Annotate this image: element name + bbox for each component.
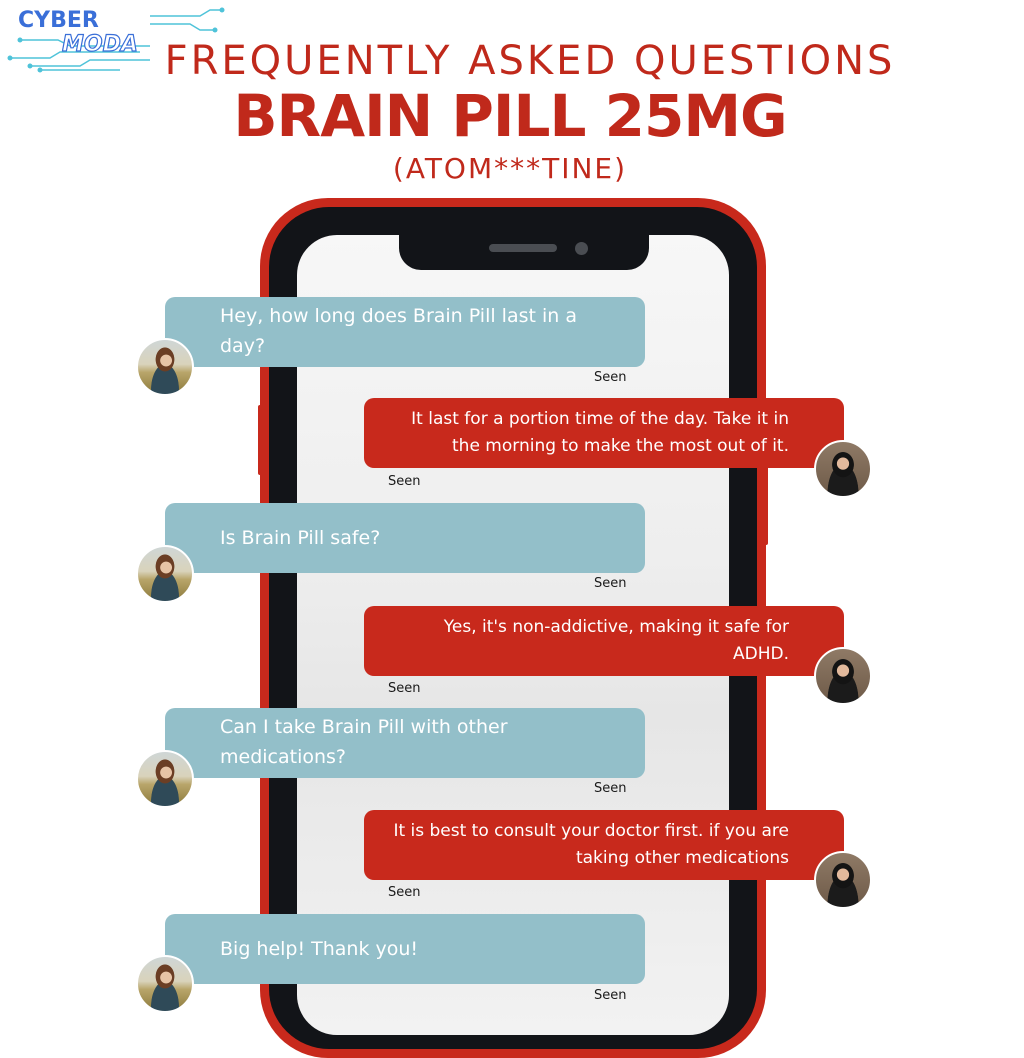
product-subtitle: (ATOM***TINE) xyxy=(392,152,628,185)
seen-status: Seen xyxy=(594,576,627,591)
cyber-moda-logo: CYBER MODA xyxy=(0,0,230,85)
product-title: BRAIN PILL 25MG xyxy=(233,82,787,150)
seen-status: Seen xyxy=(388,885,421,900)
chat-bubble-question: Can I take Brain Pill with other medicat… xyxy=(165,708,645,778)
camera-icon xyxy=(575,242,588,255)
logo-text-cyber: CYBER xyxy=(18,8,99,33)
customer-avatar xyxy=(136,545,194,603)
customer-avatar xyxy=(136,750,194,808)
pharmacist-avatar xyxy=(814,647,872,705)
pharmacist-avatar xyxy=(814,440,872,498)
faq-heading: FREQUENTLY ASKED QUESTIONS xyxy=(164,38,896,84)
seen-status: Seen xyxy=(594,370,627,385)
chat-bubble-question: Hey, how long does Brain Pill last in a … xyxy=(165,297,645,367)
chat-bubble-answer: It last for a portion time of the day. T… xyxy=(364,398,844,468)
speaker-icon xyxy=(489,244,557,252)
seen-status: Seen xyxy=(594,781,627,796)
seen-status: Seen xyxy=(388,681,421,696)
customer-avatar xyxy=(136,955,194,1013)
phone-notch xyxy=(399,232,649,270)
pharmacist-avatar xyxy=(814,851,872,909)
chat-bubble-answer: Yes, it's non-addictive, making it safe … xyxy=(364,606,844,676)
seen-status: Seen xyxy=(594,988,627,1003)
chat-bubble-question: Big help! Thank you! xyxy=(165,914,645,984)
chat-bubble-question: Is Brain Pill safe? xyxy=(165,503,645,573)
logo-text-moda: MODA xyxy=(61,32,138,57)
seen-status: Seen xyxy=(388,474,421,489)
customer-avatar xyxy=(136,338,194,396)
chat-bubble-answer: It is best to consult your doctor first.… xyxy=(364,810,844,880)
circuit-lines-icon xyxy=(7,7,225,73)
